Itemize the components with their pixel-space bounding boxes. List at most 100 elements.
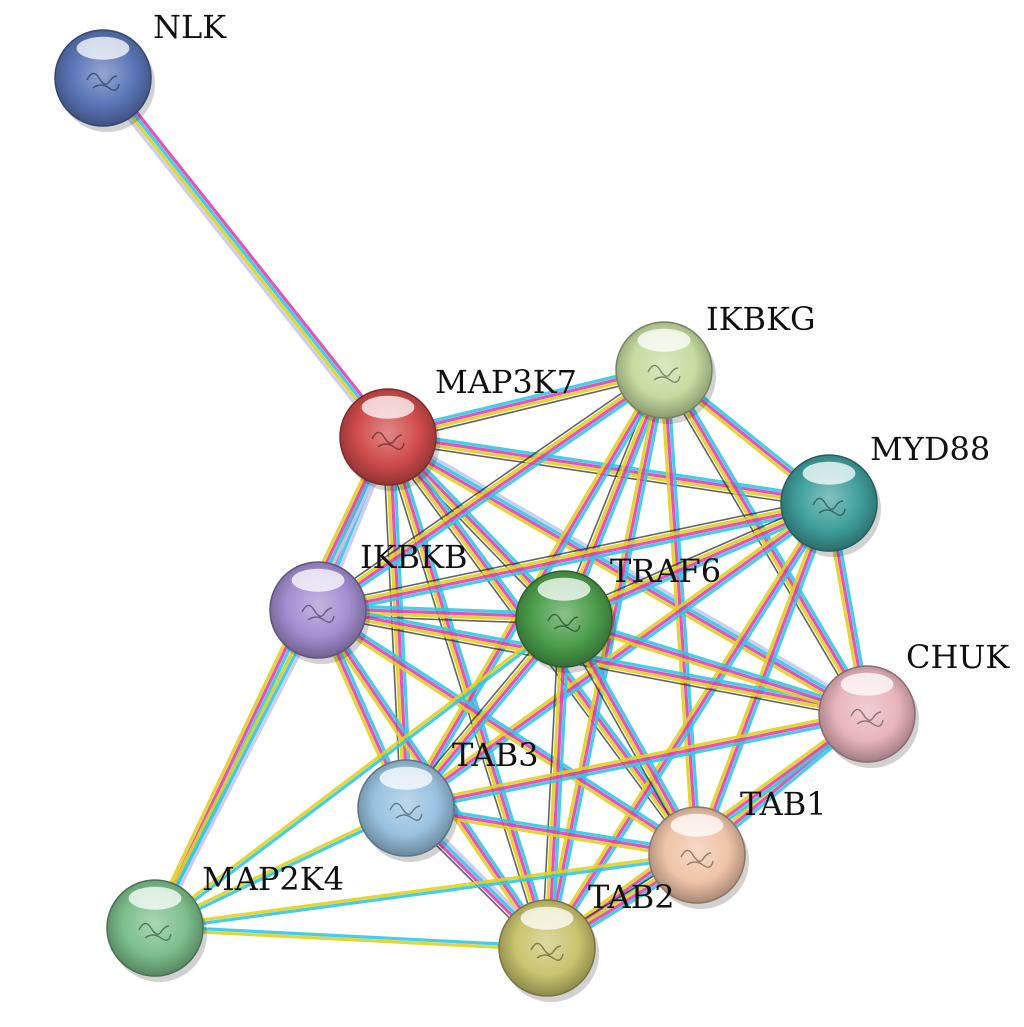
edge-line (156, 610, 323, 931)
edge-line (97, 80, 386, 442)
node-sphere[interactable] (106, 879, 204, 977)
node-sphere[interactable] (615, 321, 713, 419)
node-label-ikbkb: IKBKB (360, 538, 467, 576)
protein-structure-icon (530, 942, 564, 961)
node-tab1[interactable] (648, 806, 749, 909)
edge-line (406, 715, 868, 813)
edge-line (548, 503, 834, 951)
node-nlk[interactable] (54, 29, 155, 132)
edge-line (316, 497, 829, 606)
edge-line (664, 368, 870, 714)
edge-line (384, 437, 547, 949)
edge-line (405, 809, 697, 860)
node-sphere[interactable] (648, 806, 746, 904)
edge-line (153, 609, 320, 929)
node-sphere[interactable] (269, 561, 367, 659)
node-highlight (537, 577, 591, 601)
edge-line (563, 617, 868, 716)
node-highlight (637, 328, 691, 352)
edge-line (545, 502, 831, 949)
node-label-tab3: TAB3 (452, 736, 539, 774)
node-label-chuk: CHUK (906, 638, 1010, 676)
node-sphere[interactable] (818, 665, 916, 763)
node-map3k7[interactable] (339, 388, 440, 491)
edge-line (154, 928, 547, 952)
node-tab2[interactable] (498, 899, 599, 1002)
edge-line (105, 73, 394, 435)
edge-line (316, 367, 664, 610)
node-ikbkb[interactable] (269, 561, 370, 664)
edge-myd88-tab3 (403, 498, 832, 813)
node-chuk[interactable] (818, 665, 919, 768)
edge-ikbkg-chuk (658, 366, 873, 717)
edge-line (103, 75, 391, 437)
edge-ikbkb-map2k4 (150, 607, 323, 931)
node-sphere[interactable] (339, 388, 437, 486)
node-map2k4[interactable] (106, 879, 207, 982)
edge-line (155, 619, 566, 931)
node-sphere[interactable] (498, 899, 596, 997)
edge-myd88-ikbkb (316, 497, 831, 617)
edge-line (389, 431, 871, 711)
node-sphere[interactable] (780, 454, 878, 552)
node-highlight (291, 568, 345, 592)
edge-line (406, 803, 698, 854)
edge-line (153, 616, 564, 928)
node-label-nlk: NLK (153, 8, 227, 46)
edge-line (148, 434, 385, 927)
node-traf6[interactable] (515, 570, 616, 673)
node-label-map2k4: MAP2K4 (202, 860, 344, 898)
edge-line (318, 503, 830, 614)
edge-line (405, 709, 867, 807)
edge-chuk-tab3 (405, 709, 868, 813)
edge-map2k4-tab2 (154, 924, 548, 952)
edge-line (388, 434, 869, 714)
edge-line (407, 504, 832, 813)
edge-line (403, 498, 828, 807)
node-label-myd88: MYD88 (870, 430, 990, 468)
edge-line (562, 620, 867, 719)
node-highlight (520, 906, 574, 930)
node-myd88[interactable] (780, 454, 881, 557)
edge-line (405, 712, 868, 810)
node-sphere[interactable] (515, 570, 613, 668)
nodes-layer (54, 29, 919, 1002)
node-sphere[interactable] (54, 29, 152, 127)
protein-structure-icon (86, 72, 120, 91)
protein-structure-icon (547, 613, 581, 632)
edge-ikbkg-ikbkb (314, 365, 668, 616)
protein-structure-icon (301, 604, 335, 623)
edge-tab3-tab1 (405, 803, 698, 860)
protein-structure-icon (647, 364, 681, 383)
protein-structure-icon (812, 497, 846, 516)
edge-line (564, 614, 869, 713)
node-tab3[interactable] (357, 759, 458, 862)
edge-ikbkb-tab1 (315, 605, 700, 860)
edge-line (543, 618, 564, 948)
edge-line (154, 851, 697, 928)
node-ikbkg[interactable] (615, 321, 716, 424)
edge-tab1-map2k4 (154, 851, 698, 932)
node-highlight (128, 886, 182, 910)
edge-line (658, 372, 864, 717)
edge-line (317, 499, 829, 610)
protein-structure-icon (850, 708, 884, 727)
node-highlight (361, 395, 415, 419)
edge-line (547, 619, 568, 949)
node-highlight (670, 813, 724, 837)
node-highlight (840, 672, 894, 696)
edge-line (150, 607, 317, 928)
edge-line (315, 611, 697, 860)
protein-structure-icon (138, 922, 172, 941)
node-label-tab2: TAB2 (588, 878, 675, 916)
edge-line (318, 370, 666, 613)
edge-line (661, 370, 867, 716)
edge-line (318, 605, 700, 854)
node-highlight (379, 766, 433, 790)
node-sphere[interactable] (357, 759, 455, 857)
edge-line (667, 366, 873, 713)
node-label-tab1: TAB1 (740, 785, 827, 823)
edge-line (318, 506, 831, 617)
